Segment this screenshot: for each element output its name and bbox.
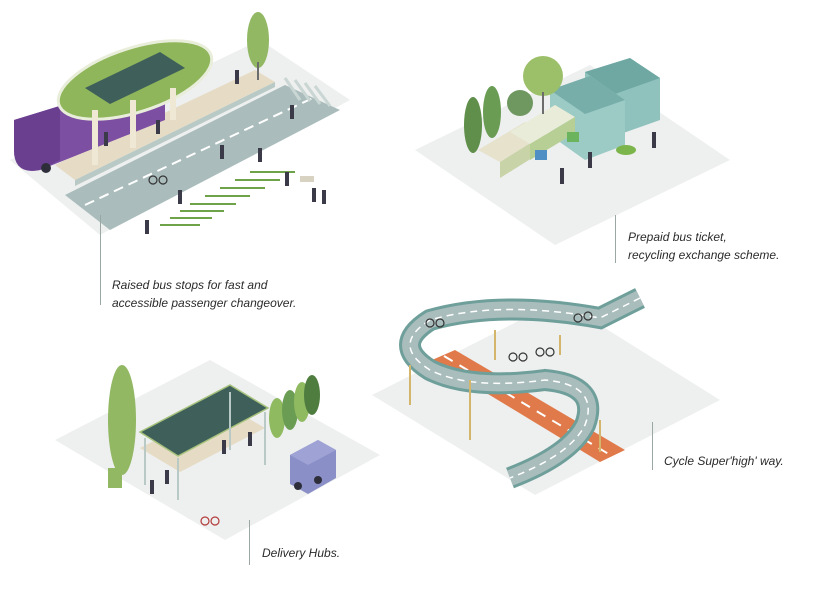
ticket-exchange-illustration	[415, 56, 730, 245]
ticket-exchange-caption: Prepaid bus ticket, recycling exchange s…	[628, 230, 780, 262]
bus-road	[65, 85, 340, 230]
cycle-highway-illustration	[372, 288, 720, 495]
zebra-crossing	[283, 77, 332, 107]
recycling-bins	[478, 105, 579, 178]
cyclist-icon	[148, 175, 168, 185]
bus-stop-illustration	[10, 12, 350, 235]
hub-structure	[144, 392, 266, 500]
trees	[464, 56, 563, 153]
platform-kerb	[75, 82, 275, 186]
cyclist-icon	[425, 311, 593, 362]
cycleway-centre-line	[409, 297, 641, 479]
delivery-hub-illustration	[55, 360, 380, 540]
bus-stop-leader-line	[100, 215, 101, 305]
cycle-highway-caption: Cycle Super'high' way.	[664, 454, 784, 468]
bench	[300, 176, 314, 182]
support-columns	[409, 330, 601, 452]
people	[560, 132, 656, 184]
pedestrians	[104, 70, 326, 234]
delivery-van	[290, 440, 336, 494]
hub-roof	[138, 384, 270, 457]
road-centre-line	[84, 96, 316, 206]
solar-panel-icon	[85, 52, 185, 104]
bus-stop-caption: Raised bus stops for fast and accessible…	[112, 278, 297, 310]
cycle-ground	[372, 300, 720, 495]
trees	[269, 375, 320, 438]
ticket-exchange-leader-line	[615, 215, 616, 263]
delivery-hub-caption: Delivery Hubs.	[262, 546, 341, 560]
raised-platform	[55, 70, 275, 180]
planter	[616, 145, 636, 155]
tree-icon	[247, 12, 269, 68]
people	[150, 432, 252, 494]
cycle-highway-leader-line	[652, 422, 653, 470]
canopy-supports	[92, 88, 176, 165]
delivery-hub-leader-line	[249, 520, 250, 565]
tree-icon	[108, 365, 136, 475]
tree-planter	[108, 468, 122, 488]
cyclist-icon	[200, 516, 220, 526]
pedestrian-crossing	[160, 171, 295, 226]
